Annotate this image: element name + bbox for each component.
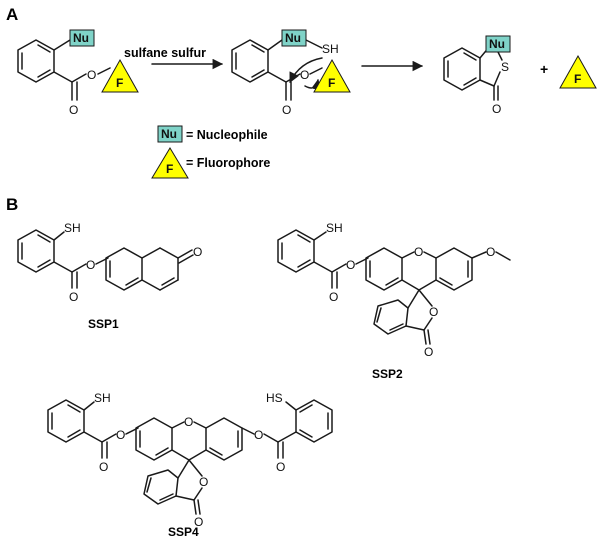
ssp4-lactone-carbonyl-oxygen: O [194,515,203,529]
product-carbonyl-oxygen: O [492,102,501,116]
ssp4-right-carbonyl-oxygen: O [276,460,285,474]
product-nucleophile-label: Nu [489,37,505,51]
ssp2-methoxy-oxygen: O [486,245,495,259]
reactant-molecule: Nu O O F [17,29,139,117]
intermediate-ester-oxygen: O [300,68,309,82]
ssp2-lactone-oxygen: O [429,305,438,319]
intermediate-fluorophore-label: F [328,76,335,90]
ssp2-lactone-carbonyl-oxygen: O [424,345,433,359]
cyclized-product: Nu S O [443,35,511,116]
ssp2-ester-oxygen: O [346,258,355,272]
legend-nucleophile-symbol: Nu [161,127,177,141]
ssp4-right-ester-oxygen: O [254,428,263,442]
intermediate-molecule: Nu SH O O F [231,29,351,117]
ssp4-sh-label-left: SH [94,391,111,405]
legend-fluorophore-text: = Fluorophore [186,156,270,170]
ssp4-hs-label-right: HS [266,391,283,405]
panel-label-a: A [6,5,18,24]
ssp1-sh-label: SH [64,221,81,235]
ssp1-structure: SH O O O [17,221,202,304]
panel-label-b: B [6,195,18,214]
ssp2-name: SSP2 [372,367,403,381]
intermediate-carbonyl-oxygen: O [282,103,291,117]
intermediate-sh-label: SH [322,42,339,56]
nucleophile-box [69,29,95,47]
ssp1-carbonyl-oxygen: O [69,290,78,304]
ssp2-sh-label: SH [326,221,343,235]
ssp4-left-ester-oxygen: O [116,428,125,442]
intermediate-nucleophile-box [281,29,307,47]
ssp4-name: SSP4 [168,525,199,539]
product-sulfur-label: S [501,60,509,74]
carbonyl-oxygen-label: O [69,103,78,117]
ester-oxygen-label: O [87,68,96,82]
ssp4-structure: SH HS O O O O O O O [47,391,333,529]
electron-push-arrow-2 [304,78,322,91]
intermediate-nucleophile-label: Nu [285,31,301,45]
ssp2-structure: SH O O O O O O [277,221,511,359]
ssp4-xanthene-oxygen: O [184,415,193,429]
intermediate-fluorophore-triangle [313,58,351,93]
legend-fluorophore-triangle [151,147,189,179]
ssp4-left-carbonyl-oxygen: O [99,460,108,474]
arrow-label-sulfane-sulfur: sulfane sulfur [124,46,206,60]
fluorophore-triangle [101,58,139,93]
product-nucleophile-box [485,35,511,53]
ssp4-lactone-oxygen: O [199,475,208,489]
legend-nucleophile-box [157,125,183,143]
electron-push-arrow-1 [289,57,323,83]
released-fluorophore-label: F [574,72,581,86]
nucleophile-label: Nu [73,31,89,45]
legend-fluorophore-symbol: F [166,162,173,176]
legend: Nu = Nucleophile F = Fluorophore [151,125,270,179]
ssp2-xanthene-oxygen: O [414,245,423,259]
ssp1-ester-oxygen: O [86,258,95,272]
ssp1-ketone-oxygen: O [193,245,202,259]
plus-sign: + [540,61,548,77]
fluorophore-label: F [116,76,123,90]
released-fluorophore: F [559,54,597,89]
ssp1-name: SSP1 [88,317,119,331]
ssp2-carbonyl-oxygen: O [329,290,338,304]
legend-nucleophile-text: = Nucleophile [186,128,268,142]
